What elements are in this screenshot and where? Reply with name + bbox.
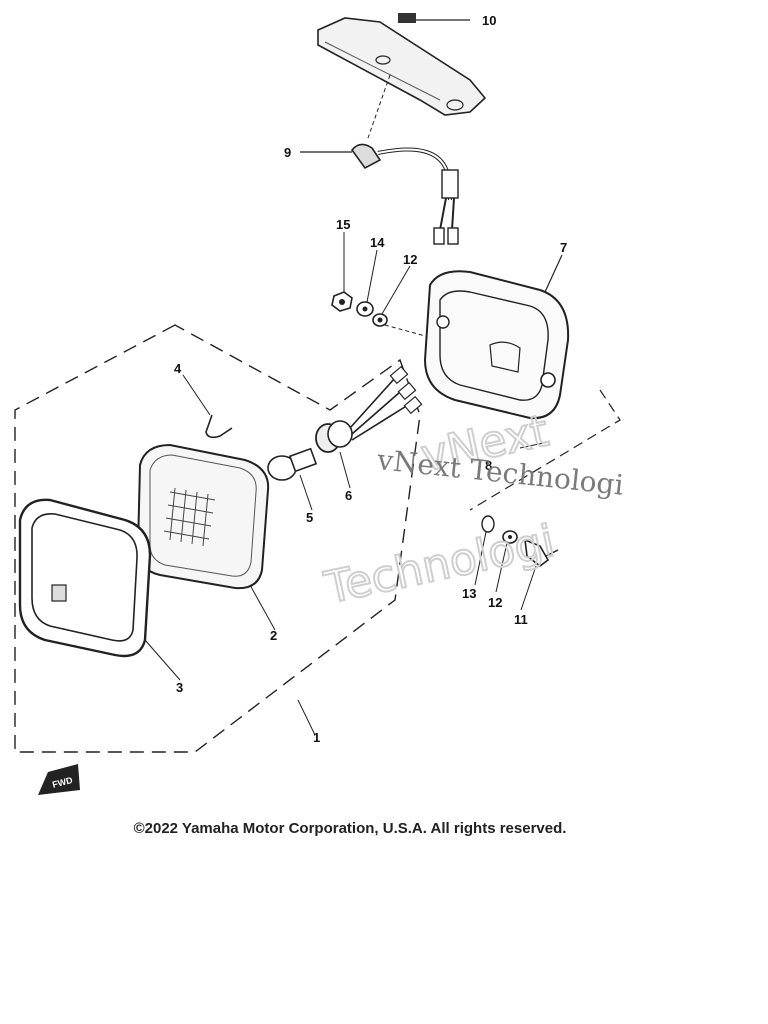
washer-12a xyxy=(372,313,388,327)
part-label-14: 14 xyxy=(370,235,385,250)
leader-line xyxy=(381,265,411,315)
leader-line xyxy=(249,584,276,631)
leader-line xyxy=(144,639,181,681)
part-label-12b: 12 xyxy=(488,595,502,610)
part-label-11: 11 xyxy=(514,612,528,627)
headlight-housing xyxy=(423,270,570,420)
leader-line xyxy=(495,542,508,593)
part-label-10: 10 xyxy=(482,13,496,28)
leader-line xyxy=(367,74,391,139)
sub-boundary xyxy=(469,389,621,511)
part-label-9: 9 xyxy=(284,145,291,160)
leader-line xyxy=(474,531,487,586)
leader-line xyxy=(544,254,563,293)
headlight-rim xyxy=(18,498,152,658)
leader-line xyxy=(519,441,549,449)
part-label-2: 2 xyxy=(270,628,277,643)
part-label-13: 13 xyxy=(462,586,476,601)
part-label-1: 1 xyxy=(313,730,320,745)
part-label-4: 4 xyxy=(174,361,182,376)
part-label-12a: 12 xyxy=(403,252,417,267)
assembly-boundary xyxy=(14,324,421,753)
leader-line xyxy=(297,699,316,736)
nut-15 xyxy=(331,291,353,312)
part-label-5: 5 xyxy=(306,510,313,525)
leader-line xyxy=(339,451,351,489)
grommet-13 xyxy=(481,515,495,533)
bulb-socket xyxy=(315,365,423,453)
washer-14 xyxy=(356,301,374,317)
part-label-7: 7 xyxy=(560,240,567,255)
bolt-11 xyxy=(524,538,559,568)
leader-line xyxy=(182,374,211,416)
lens-grid xyxy=(163,487,216,547)
part-label-15: 15 xyxy=(336,217,350,232)
part-label-3: 3 xyxy=(176,680,183,695)
leader-line xyxy=(520,565,537,611)
spring-clip xyxy=(205,414,233,439)
washer-12b xyxy=(502,530,518,544)
copyright-notice: ©2022 Yamaha Motor Corporation, U.S.A. A… xyxy=(133,820,567,837)
part-label-6: 6 xyxy=(345,488,352,503)
bulb xyxy=(267,447,318,481)
watermark-line3: Technologi xyxy=(320,516,559,614)
leader-line xyxy=(366,249,378,303)
fwd-arrow: FWD xyxy=(38,764,80,795)
leader-line xyxy=(384,324,441,341)
lens-unit xyxy=(136,443,270,590)
socket-cord xyxy=(350,143,459,245)
leader-line xyxy=(299,474,313,511)
part-label-8: 8 xyxy=(485,458,492,473)
cover-bracket xyxy=(317,13,487,116)
